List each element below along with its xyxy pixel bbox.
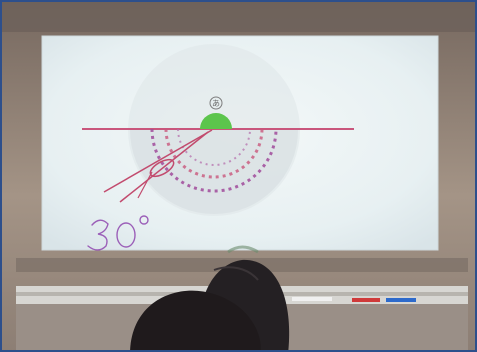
angle-ray-upper (103, 129, 213, 193)
protractor-arc-outer (150, 128, 278, 193)
protractor-arc-inner (164, 128, 264, 179)
board-marker-label: あ (212, 99, 220, 108)
green-center-marker (200, 113, 232, 129)
circle-label-marker (209, 96, 223, 110)
angle-arc-mark (149, 158, 175, 178)
student-heads (130, 259, 290, 350)
angle-ray-lower (119, 131, 209, 203)
handwritten-angle (87, 215, 149, 251)
ceiling-shadow (2, 2, 475, 32)
